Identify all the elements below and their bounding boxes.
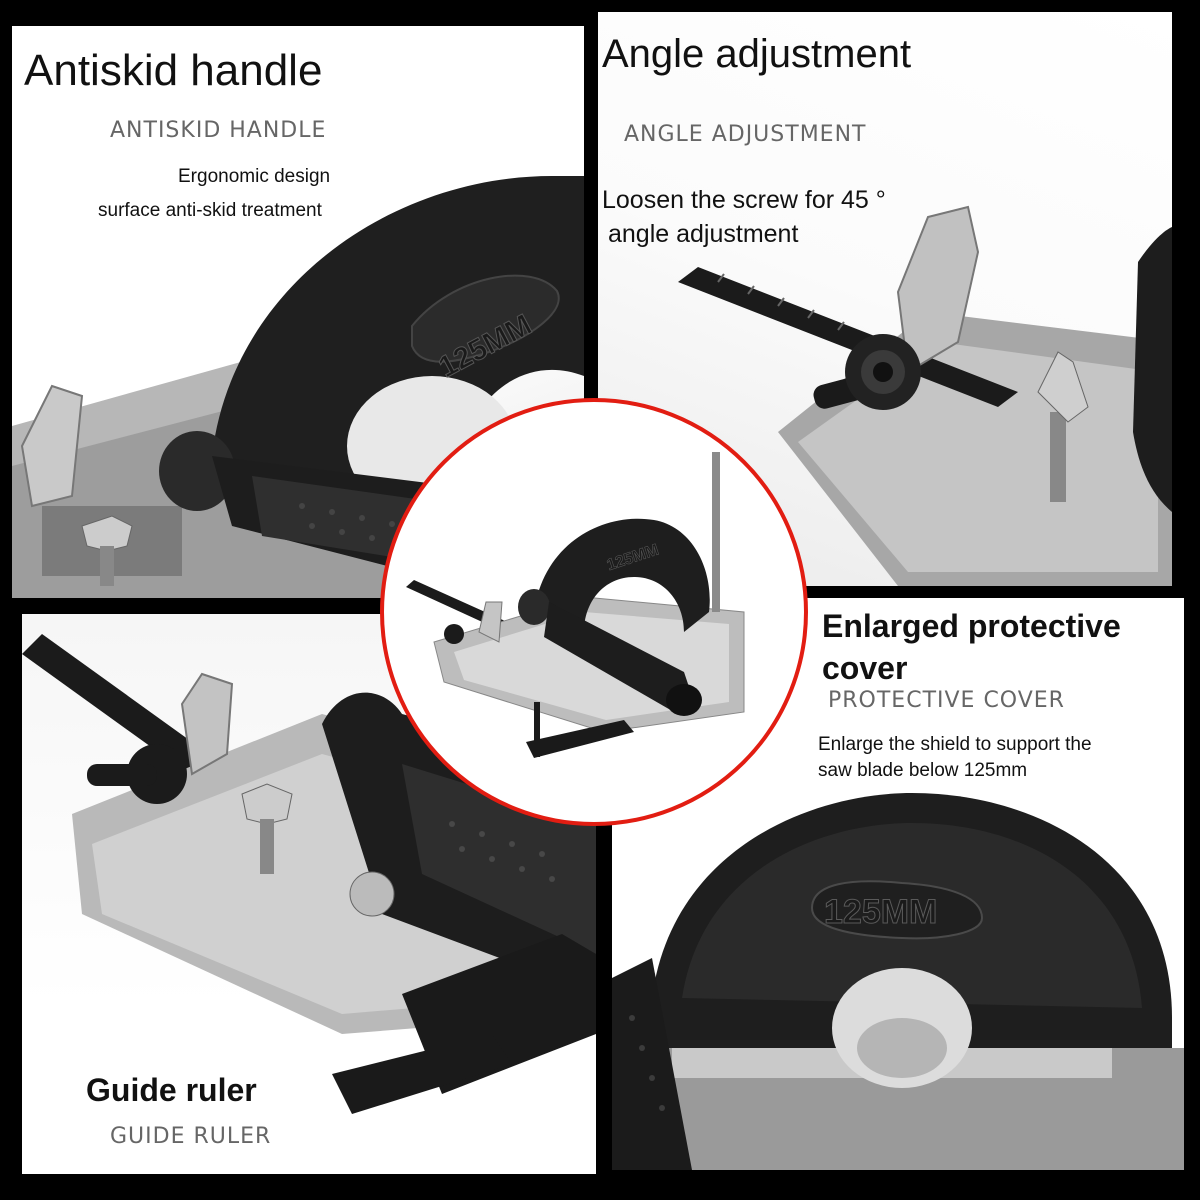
- panel-title-line-2: cover: [822, 650, 908, 686]
- guide-ruler-illustration: [22, 634, 596, 1114]
- description-line-1: Loosen the screw for 45 °: [602, 186, 886, 214]
- protective-cover-illustration: 125MM: [612, 793, 1184, 1170]
- cutting-stand-illustration: 125MM: [406, 452, 745, 758]
- description-line-1: Enlarge the shield to support the: [818, 734, 1092, 755]
- panel-angle-adjustment: Angle adjustment ANGLE ADJUSTMENT Loosen…: [598, 12, 1172, 586]
- panel-subtitle: PROTECTIVE COVER: [828, 688, 1065, 713]
- description-line-2: angle adjustment: [608, 220, 799, 248]
- panel-title: Antiskid handle: [24, 46, 323, 95]
- panel-subtitle: ANTISKID HANDLE: [110, 118, 327, 143]
- panel-title: Guide ruler: [86, 1072, 257, 1108]
- description-line-1: Ergonomic design: [178, 166, 331, 187]
- angle-adjustment-illustration: [678, 205, 1172, 586]
- panel-title-line-1: Enlarged protective: [822, 608, 1121, 644]
- panel-subtitle: GUIDE RULER: [110, 1124, 272, 1149]
- center-product-image: 125MM: [380, 398, 808, 826]
- panel-subtitle: ANGLE ADJUSTMENT: [624, 122, 867, 147]
- panel-title: Angle adjustment: [602, 32, 912, 76]
- description-line-2: saw blade below 125mm: [818, 760, 1028, 781]
- guard-marking-text: 125MM: [824, 893, 937, 931]
- description-line-2: surface anti-skid treatment: [98, 200, 322, 221]
